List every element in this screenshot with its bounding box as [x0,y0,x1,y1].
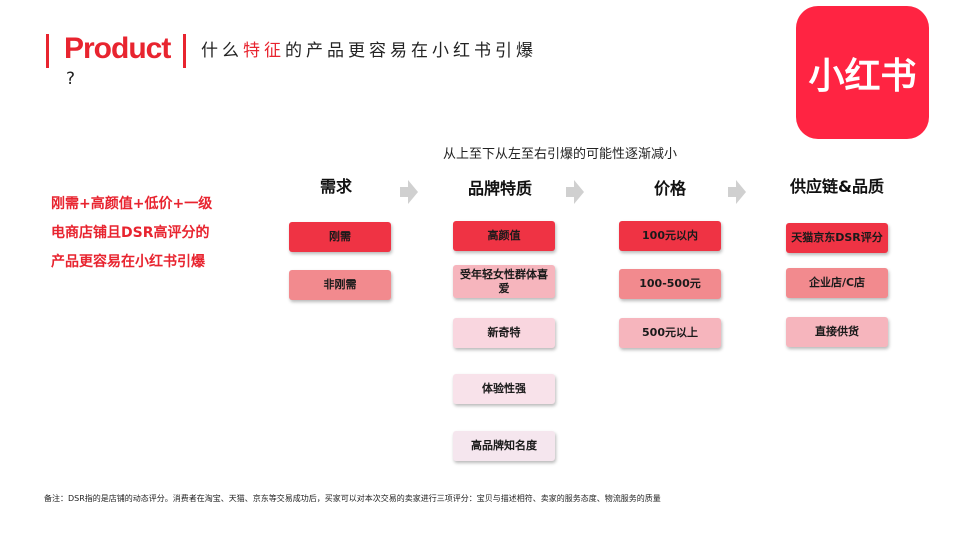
key-statement: 刚需+高颜值+低价+一级 电商店铺且DSR高评分的 产品更容易在小红书引爆 [51,190,251,277]
brand-trait-card: 高品牌知名度 [453,431,555,461]
product-title: Product [64,32,171,65]
statement-line: 刚需+高颜值+低价+一级 [51,196,213,212]
supply-card: 直接供货 [786,317,888,347]
headline-post: 的产品更容易在小红书引爆 [285,41,537,61]
price-card: 100元以内 [619,221,721,251]
supply-card: 企业店/C店 [786,268,888,298]
headline: 什么特征的产品更容易在小红书引爆 [201,40,537,62]
headline-pre: 什么 [201,41,243,61]
price-card: 500元以上 [619,318,721,348]
title-bar-right [183,34,186,68]
statement-line: 电商店铺且DSR高评分的 [51,225,210,241]
headline-question-mark: ? [66,69,76,89]
demand-card: 刚需 [289,222,391,252]
brand-trait-card: 受年轻女性群体喜爱 [453,265,555,298]
headline-highlight: 特征 [243,41,285,61]
arrow-right-icon [566,180,584,204]
price-card: 100-500元 [619,269,721,299]
brand-trait-card: 体验性强 [453,374,555,404]
arrow-right-icon [400,180,418,204]
brand-trait-card: 新奇特 [453,318,555,348]
column-header-price: 价格 [653,179,686,198]
column-header-brand: 品牌特质 [467,179,532,198]
column-header-demand: 需求 [319,177,352,196]
arrow-right-icon [728,180,746,204]
brand-trait-card: 高颜值 [453,221,555,251]
column-header-supply: 供应链&品质 [790,177,884,196]
demand-card: 非刚需 [289,270,391,300]
supply-card: 天猫京东DSR评分 [786,223,888,253]
logo-text: 小红书 [808,55,917,97]
flow-subtitle: 从上至下从左至右引爆的可能性逐渐减小 [443,147,678,162]
title-bar-left [46,34,49,68]
footnote: 备注：DSR指的是店铺的动态评分。消费者在淘宝、天猫、京东等交易成功后，买家可以… [44,494,661,503]
statement-line: 产品更容易在小红书引爆 [51,254,205,270]
xiaohongshu-logo: 小红书 [796,6,929,139]
